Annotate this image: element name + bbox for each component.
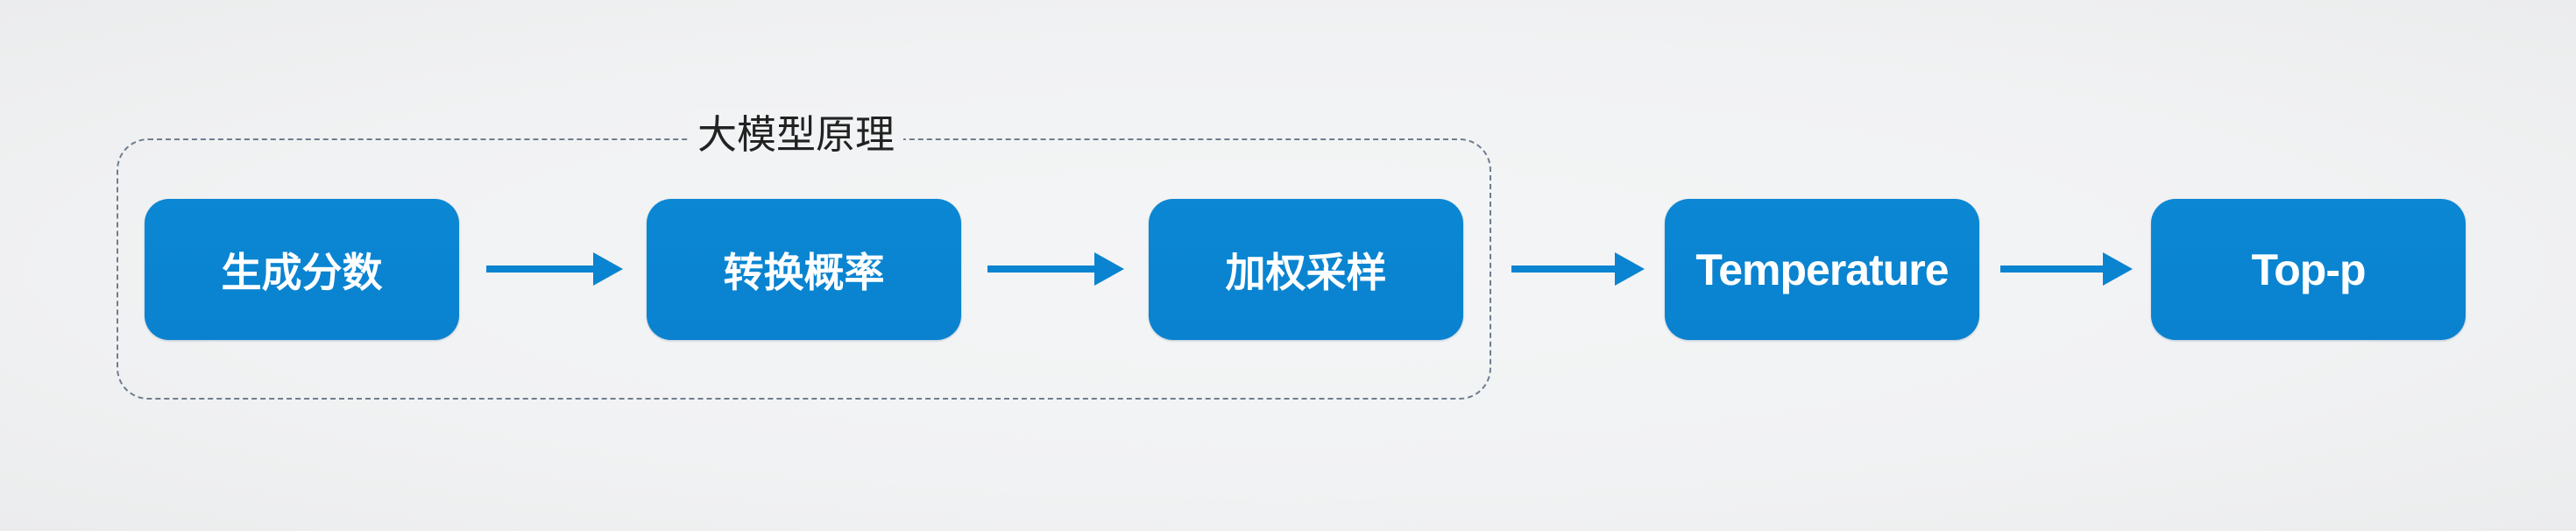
node-convert-probability: 转换概率 [647,199,961,340]
group-label: 大模型原理 [689,109,904,161]
node-weighted-sampling: 加权采样 [1149,199,1463,340]
arrow-2-icon [987,252,1124,286]
node-temperature: Temperature [1665,199,1979,340]
node-generate-scores: 生成分数 [145,199,459,340]
arrow-4-icon [2000,252,2133,286]
arrow-1-icon [486,252,623,286]
node-top-p: Top-p [2151,199,2466,340]
arrow-3-icon [1511,252,1645,286]
